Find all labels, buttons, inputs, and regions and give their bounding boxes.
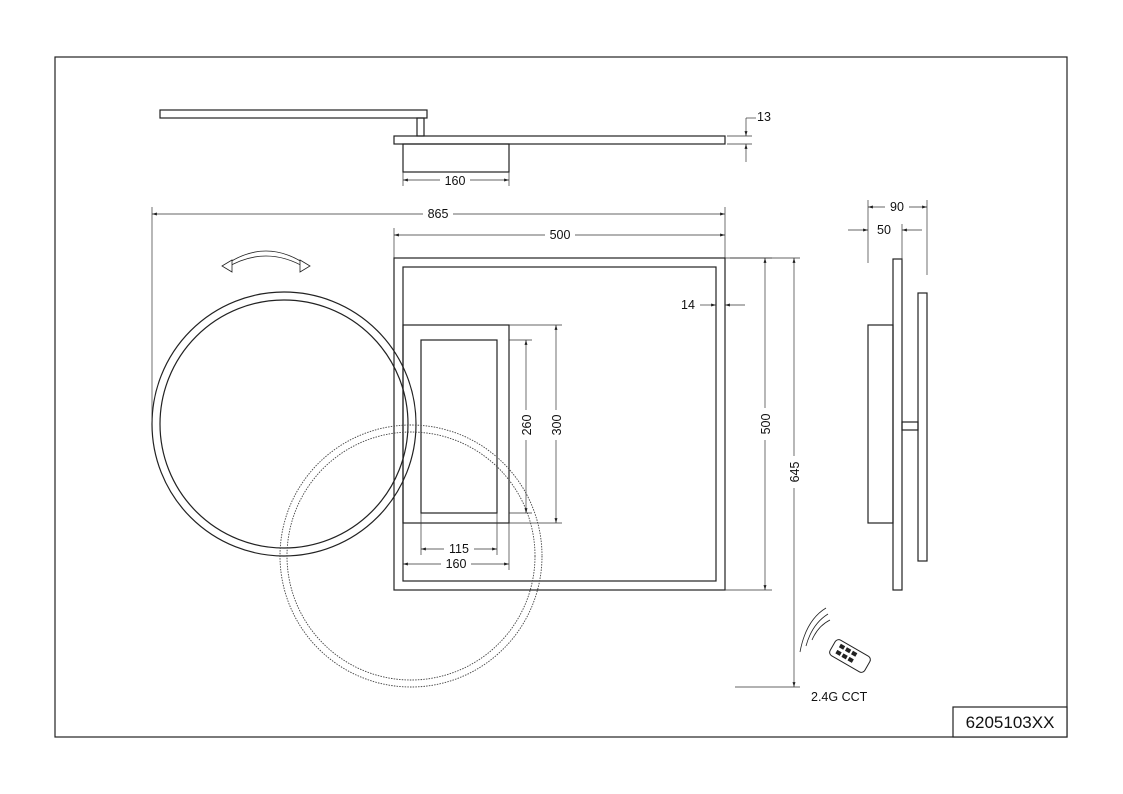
side-connector [901, 421, 919, 431]
top-stem [416, 117, 425, 137]
side-panel [892, 258, 903, 591]
ring-front [151, 291, 417, 557]
top-arm [159, 109, 428, 119]
side-body [867, 324, 894, 524]
ring-back [279, 424, 543, 688]
front-view: 865 500 14 [151, 207, 802, 688]
dim-side-body-depth: 50 [877, 223, 891, 237]
rotate-arrow-icon [221, 250, 311, 273]
product-code: 6205103XX [966, 713, 1055, 732]
remote-control-icon [799, 607, 871, 673]
top-view: 160 13 [159, 109, 771, 188]
dim-panel-height: 500 [759, 414, 773, 435]
center-inner [420, 339, 498, 514]
dim-side-depth: 90 [890, 200, 904, 214]
top-body [402, 143, 510, 173]
center-body [402, 324, 510, 524]
side-ring [917, 292, 928, 562]
dim-top-width: 160 [445, 174, 466, 188]
square-panel-outer [393, 257, 726, 591]
dim-body-width: 160 [446, 557, 467, 571]
drawing-border [54, 56, 1068, 738]
dim-inner-width: 115 [449, 542, 469, 556]
dim-overall-height: 645 [788, 462, 802, 483]
dim-overall-width: 865 [428, 207, 449, 221]
product-code-box [952, 706, 1068, 738]
dim-panel-width: 500 [550, 228, 571, 242]
side-view: 90 50 [848, 200, 928, 591]
dim-inner-height: 260 [520, 415, 534, 436]
dim-thickness: 13 [757, 110, 771, 124]
remote-label: 2.4G CCT [811, 690, 868, 704]
dim-body-height: 300 [550, 415, 564, 436]
dim-frame-border: 14 [681, 298, 695, 312]
top-plate [393, 135, 726, 145]
